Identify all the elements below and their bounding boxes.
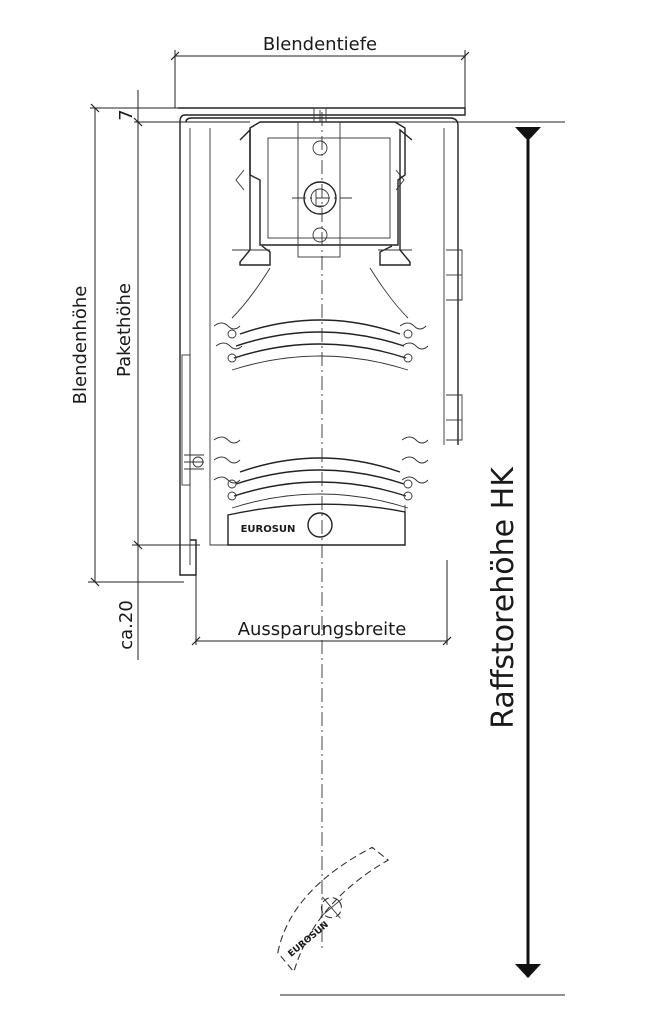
- pakethoehe-label: Pakethöhe: [114, 283, 135, 377]
- dim-7-dimension: 7: [90, 90, 250, 140]
- ca20-dimension: ca.20: [116, 545, 139, 660]
- bottom-rail: EUROSUN: [227, 503, 406, 546]
- pakethoehe-dimension: Pakethöhe: [114, 117, 200, 550]
- slat-package-upper: [213, 267, 429, 371]
- blendentiefe-dimension: Blendentiefe: [170, 34, 470, 108]
- brand-label-tilted-rail: EUROSUN: [287, 920, 331, 959]
- brand-label-bottom-rail: EUROSUN: [241, 524, 296, 535]
- aussparungsbreite-dimension: Aussparungsbreite: [191, 560, 452, 646]
- tilted-bottom-rail: EUROSUN: [277, 846, 390, 973]
- dim-7-label: 7: [116, 109, 137, 120]
- raffstorehoehe-label: Raffstorehöhe HK: [486, 466, 521, 729]
- blendenhoehe-dimension: Blendenhöhe: [70, 103, 184, 587]
- raffstorehoehe-dimension: Raffstorehöhe HK: [280, 121, 565, 996]
- drive-unit: [232, 107, 413, 266]
- housing-frame: [178, 107, 466, 576]
- slat-package-lower: [213, 436, 429, 509]
- blendentiefe-label: Blendentiefe: [263, 34, 377, 55]
- blendenhoehe-label: Blendenhöhe: [70, 286, 91, 405]
- ca20-label: ca.20: [116, 600, 137, 650]
